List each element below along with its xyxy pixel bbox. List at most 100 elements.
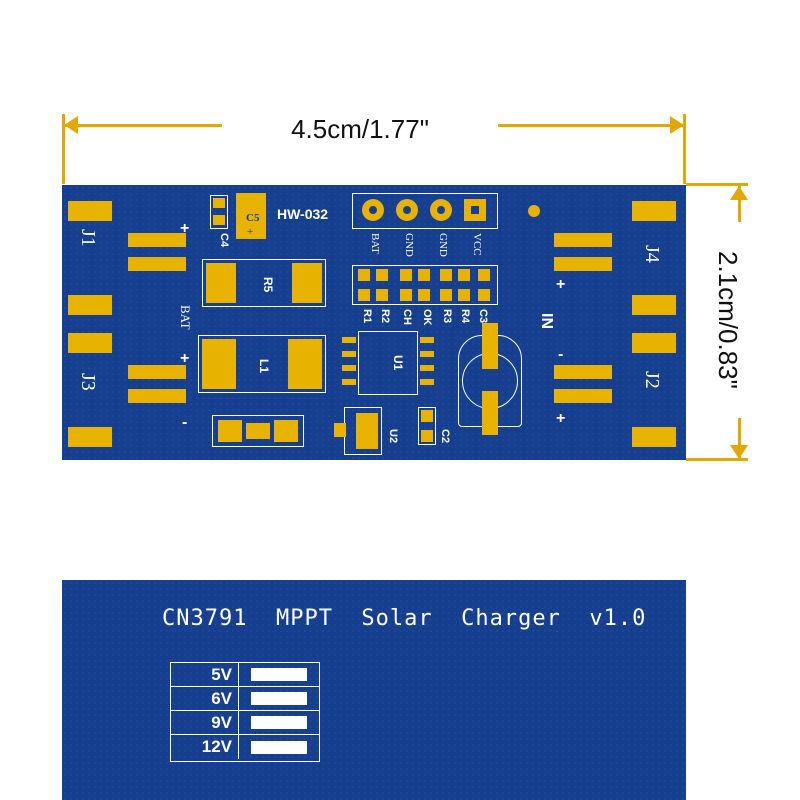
c4-outline [210, 195, 228, 229]
label-c5-plus: + [247, 226, 254, 238]
pad-j1-a [68, 201, 112, 221]
pad-j3-b [68, 427, 112, 447]
label-j1: J1 [77, 229, 99, 247]
u1-pin-7 [420, 365, 434, 371]
label-l1: L1 [257, 359, 271, 374]
pad-in-4 [554, 389, 612, 403]
pcb-front: J1 J3 + + - BAT C4 C5 + HW-032 BAT GND G… [62, 185, 686, 460]
u1-pin-6 [420, 351, 434, 357]
label-bat-side: BAT [178, 305, 193, 330]
r-pad-7b [478, 289, 490, 301]
pad-j3-a [68, 333, 112, 353]
label-r3: R3 [441, 309, 453, 324]
voltage-label-9v: 9V [171, 711, 239, 734]
c1-pad-a [482, 323, 498, 369]
pad-in-2 [554, 257, 612, 271]
r-pad-5b [440, 289, 452, 301]
label-r5: R5 [261, 277, 275, 293]
arrow-up-icon [730, 186, 748, 200]
voltage-label-5v: 5V [171, 663, 239, 686]
c2-pad-a [421, 410, 433, 422]
label-r4: R4 [459, 309, 471, 324]
marker-dot [528, 205, 540, 217]
plus-sign-1: + [180, 220, 190, 237]
pad-bat-2 [128, 257, 186, 271]
voltage-row-12v: 12V [171, 735, 319, 759]
label-ch: CH [401, 309, 413, 325]
c4-pad-b [213, 215, 225, 225]
pin-label-bat: BAT [369, 233, 381, 254]
voltage-row-5v: 5V [171, 663, 319, 687]
minus-sign-1: - [182, 414, 188, 431]
u1-pin-8 [420, 379, 434, 385]
r-pad-1b [358, 289, 370, 301]
pad-j1-b [68, 295, 112, 315]
u2-body [356, 413, 378, 449]
r-pad-3b [400, 289, 412, 301]
pin-hole-2 [403, 206, 411, 214]
pin-label-gnd2: GND [437, 233, 449, 257]
u1-pin-4 [342, 379, 356, 385]
c4-pad-a [213, 198, 225, 208]
u2-pin-1 [334, 423, 346, 437]
solder-jumper-12v [239, 735, 319, 759]
voltage-select-table: 5V 6V 9V 12V [170, 662, 320, 762]
c5-body [236, 193, 266, 239]
u1-outline [358, 331, 418, 395]
r-pad-7a [478, 269, 490, 281]
pad-bat-1 [128, 233, 186, 247]
voltage-label-12v: 12V [171, 735, 239, 759]
solder-jumper-9v [239, 711, 319, 734]
solder-jumper-6v [239, 687, 319, 710]
pin-hole-1 [369, 206, 377, 214]
r-pad-3a [400, 269, 412, 281]
label-c3: C3 [477, 309, 489, 324]
pad-j2-a [632, 333, 676, 353]
u1-pin-5 [420, 337, 434, 343]
c2-outline [418, 407, 436, 445]
pad-j2-b [632, 427, 676, 447]
r5-pad-b [292, 263, 322, 303]
label-ok: OK [421, 309, 433, 326]
pcb-back: CN3791 MPPT Solar Charger v1.0 5V 6V 9V … [62, 580, 686, 800]
plus-sign-4: + [556, 410, 566, 427]
header-outline [352, 193, 498, 229]
u1-pin-3 [342, 365, 356, 371]
board-title: CN3791 MPPT Solar Charger v1.0 [162, 606, 647, 631]
l1-outline [198, 335, 326, 393]
pin-hole-3 [437, 206, 445, 214]
model-label: HW-032 [277, 206, 329, 222]
label-c2: C2 [439, 429, 451, 444]
r-pad-5a [440, 269, 452, 281]
l1-pad-b [288, 339, 322, 389]
resistor-array-outline [352, 265, 498, 305]
solder-jumper-5v [239, 663, 319, 686]
width-label: 4.5cm/1.77" [222, 108, 498, 150]
label-j2: J2 [641, 371, 663, 389]
label-c4: C4 [218, 233, 230, 248]
r-pad-4b [418, 289, 430, 301]
label-in: IN [538, 313, 555, 329]
label-c5: C5 [246, 212, 260, 224]
label-u1: U1 [391, 355, 405, 371]
r-pad-4a [418, 269, 430, 281]
voltage-label-6v: 6V [171, 687, 239, 710]
pad-j4-b [632, 295, 676, 315]
pad-in-3 [554, 365, 612, 379]
label-j4: J4 [641, 245, 663, 263]
minus-sign-2: - [558, 346, 564, 363]
r-pad-2a [376, 269, 388, 281]
r-pad-1a [358, 269, 370, 281]
voltage-row-9v: 9V [171, 711, 319, 735]
plus-sign-3: + [556, 276, 566, 293]
pad-bat-3 [128, 365, 186, 379]
arrow-down-icon [730, 445, 748, 459]
label-j3: J3 [77, 373, 99, 391]
diode-pad-a [218, 420, 242, 442]
label-c1: C1 [486, 373, 500, 389]
r5-outline [202, 259, 326, 307]
r-pad-2b [376, 289, 388, 301]
l1-pad-a [202, 339, 236, 389]
arrow-left-icon [64, 116, 78, 134]
pad-bat-4 [128, 389, 186, 403]
